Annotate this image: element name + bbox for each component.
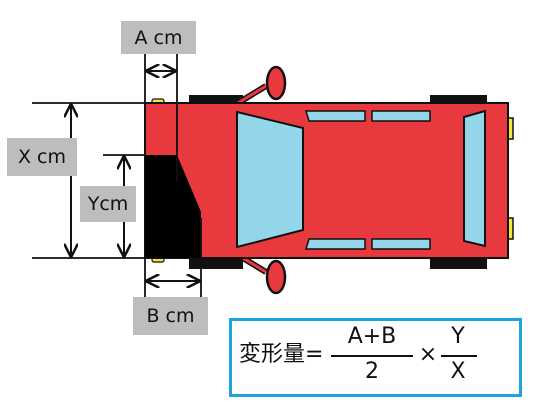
side-window-bottom-front	[304, 238, 366, 250]
wheel-front-left	[189, 95, 243, 106]
fraction-bar-2	[441, 355, 477, 357]
side-window-top-rear	[371, 110, 431, 122]
dimension-a-label: A cm	[121, 21, 196, 54]
formula-numerator: A+B	[347, 324, 397, 349]
formula-box	[229, 318, 522, 397]
wheel-rear-right	[430, 258, 487, 269]
side-window-top-front	[304, 110, 366, 122]
mirror-top	[236, 65, 287, 106]
mirror-bottom	[236, 252, 287, 295]
dimension-b-label: B cm	[133, 297, 208, 335]
formula-denominator-2: X	[450, 359, 466, 384]
formula-numerator-2: Y	[451, 324, 465, 349]
rear-window	[463, 109, 486, 248]
dimension-x-label: X cm	[7, 138, 77, 176]
formula-operator: ×	[418, 342, 438, 367]
fraction-bar	[331, 355, 413, 357]
wheel-rear-left	[430, 95, 487, 106]
formula-lhs: 変形量=	[239, 342, 324, 367]
dimension-y-label: Ycm	[80, 186, 136, 222]
reference-lines	[32, 48, 202, 300]
side-window-bottom-rear	[371, 238, 431, 250]
windshield	[236, 110, 304, 249]
deformed-area	[145, 155, 201, 258]
formula-denominator: 2	[365, 359, 379, 384]
car-body	[144, 102, 509, 259]
wheel-front-right	[189, 258, 243, 269]
